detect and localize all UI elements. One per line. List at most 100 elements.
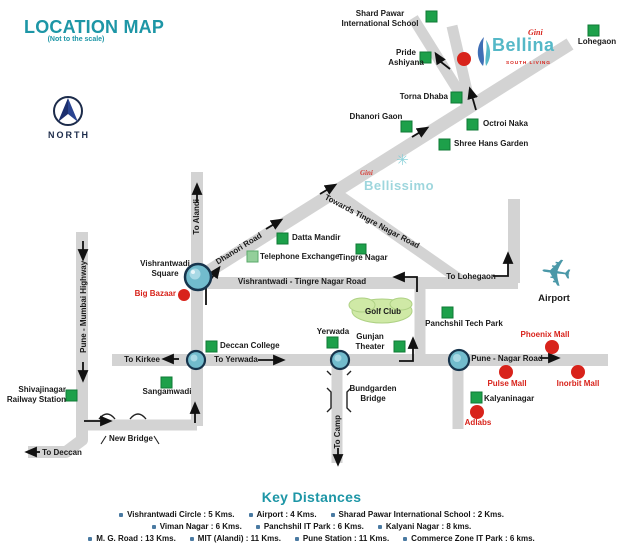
road-label-pune-mumbai-highway: Pune - Mumbai Highway — [79, 260, 89, 353]
distance-item: Vishrantwadi Circle : 5 Kms. — [119, 510, 235, 519]
road-label-pune-nagar-road: Pune - Nagar Road — [471, 354, 543, 363]
label-pride-ashiyana: Pride Ashiyana — [388, 48, 424, 67]
marker-pride-ashiyana — [419, 51, 432, 64]
label-octroi-naka: Octroi Naka — [483, 119, 528, 128]
label-shard-pawar-school: Shard Pawar International School — [341, 9, 419, 28]
bundgarden-brackets — [326, 370, 352, 413]
bellissimo-sparkle-icon: ✳ — [396, 151, 409, 169]
arrow-to-lohegaon-up — [493, 251, 514, 277]
road-label-to-alandi: To Alandi — [192, 199, 202, 235]
label-phoenix-mall: Phoenix Mall — [520, 330, 570, 339]
bellissimo-name: Bellissimo — [364, 178, 435, 193]
green-landmark-markers — [65, 10, 600, 404]
bellissimo-logo: Gini ✳ Bellissimo — [352, 151, 470, 202]
marker-lohegaon — [587, 24, 600, 37]
distance-item: Panchshil IT Park : 6 Kms. — [255, 522, 364, 531]
marker-pulse-mall — [499, 365, 513, 379]
label-tingre-nagar: Tingre Nagar — [338, 253, 388, 262]
label-yerwada: Yerwada — [316, 327, 350, 336]
distance-item: Pune Station : 11 Kms. — [294, 534, 389, 543]
key-distances-heading: Key Distances — [261, 489, 362, 505]
label-gunjan-theater: Gunjan Theater — [355, 332, 385, 351]
label-bundgarden-bridge: Bundgarden Bridge — [349, 384, 397, 403]
label-vishrantwadi-square: Vishrantwadi Square — [140, 259, 190, 278]
marker-adlabs — [470, 405, 484, 419]
distance-item: Kalyani Nagar : 8 kms. — [377, 522, 471, 531]
label-datta-mandir: Datta Mandir — [292, 233, 341, 242]
bellina-name: Bellina — [492, 35, 555, 55]
new-bridge-ticks — [100, 435, 160, 445]
label-airport: Airport — [538, 293, 570, 304]
roundabouts-layer — [183, 262, 471, 372]
bullet-dot-icon — [377, 524, 382, 529]
arrow-tingre-west — [392, 271, 418, 292]
bellina-tagline: SOUTH LIVING — [506, 60, 551, 66]
marker-phoenix-mall — [545, 340, 559, 354]
roundabout-deccan — [185, 349, 207, 371]
marker-octroi-naka — [466, 118, 479, 131]
page-subtitle: (Not to the scale) — [47, 36, 105, 43]
bullet-dot-icon — [330, 512, 335, 517]
marker-gunjan-theater — [393, 340, 406, 353]
arrow-torna-up — [467, 86, 478, 111]
bullet-dot-icon — [88, 536, 93, 541]
label-panchshil-tech-park: Panchshil Tech Park — [425, 319, 503, 328]
label-adlabs: Adlabs — [464, 418, 492, 427]
roundabout-pune-nagar — [447, 348, 471, 372]
marker-torna-dhaba — [450, 91, 463, 104]
road-label-to-kirkee: To Kirkee — [124, 355, 160, 364]
marker-bellina-site — [457, 52, 471, 66]
arrow-dhanori-3 — [411, 126, 430, 138]
distance-item: M. G. Road : 13 Kms. — [88, 534, 176, 543]
key-distances-line-1: Vishrantwadi Circle : 5 Kms. Airport : 4… — [0, 510, 623, 519]
bellissimo-brand: Gini — [360, 169, 373, 177]
bellina-brand: Gini — [528, 28, 543, 37]
roundabout-vishrantwadi-square — [183, 262, 213, 292]
arrow-gunjan-up — [399, 336, 419, 362]
bullet-dot-icon — [248, 512, 253, 517]
arrow-dhanori-1 — [265, 218, 284, 230]
label-dhanori-gaon: Dhanori Gaon — [349, 112, 403, 121]
road-label-new-bridge: New Bridge — [108, 434, 153, 443]
key-distances-line-3: M. G. Road : 13 Kms. MIT (Alandi) : 11 K… — [0, 534, 623, 543]
arrow-dhanori-2 — [319, 183, 338, 195]
road-label-to-deccan: To Deccan — [42, 448, 82, 457]
marker-telephone-exchange — [246, 250, 259, 263]
label-deccan-college: Deccan College — [220, 341, 280, 350]
distance-item: MIT (Alandi) : 11 Kms. — [189, 534, 281, 543]
bullet-dot-icon — [255, 524, 260, 529]
label-shivajinagar-station: Shivajinagar Railway Station — [6, 385, 66, 404]
road-label-to-lohegaon: To Lohegaon — [446, 272, 496, 281]
bridge-marks — [98, 370, 352, 445]
distance-item: Viman Nagar : 6 Kms. — [151, 522, 242, 531]
marker-shard-pawar-school — [425, 10, 438, 23]
page-title: LOCATION MAP — [24, 17, 165, 37]
bullet-dot-icon — [119, 512, 124, 517]
marker-inorbit-mall — [571, 365, 585, 379]
label-big-bazaar: Big Bazaar — [134, 289, 176, 298]
label-golf-club: Golf Club — [365, 307, 401, 316]
bullet-dot-icon — [294, 536, 299, 541]
distance-item: Commerce Zone IT Park : 6 kms. — [403, 534, 535, 543]
north-compass-icon — [53, 96, 83, 126]
road-label-to-camp: To Camp — [333, 414, 343, 449]
bullet-dot-icon — [403, 536, 408, 541]
marker-tingre-nagar — [355, 243, 367, 255]
distance-item: Airport : 4 Kms. — [248, 510, 317, 519]
new-bridge-arcs — [98, 413, 147, 420]
marker-sangamwadi — [160, 376, 173, 389]
key-distances-line-2: Viman Nagar : 6 Kms. Panchshil IT Park :… — [0, 522, 623, 531]
north-label: NORTH — [48, 130, 90, 140]
marker-yerwada — [326, 336, 339, 349]
roads-layer — [28, 15, 608, 463]
label-sangamwadi: Sangamwadi — [142, 387, 192, 396]
bullet-dot-icon — [189, 536, 194, 541]
label-kalyaninagar: Kalyaninagar — [484, 394, 535, 403]
road-label-to-yerwada: To Yerwada — [214, 355, 258, 364]
marker-shree-hans-garden — [438, 138, 451, 151]
bullet-dot-icon — [151, 524, 156, 529]
arrow-to-bellina — [434, 51, 451, 70]
label-pulse-mall: Pulse Mall — [487, 379, 527, 388]
